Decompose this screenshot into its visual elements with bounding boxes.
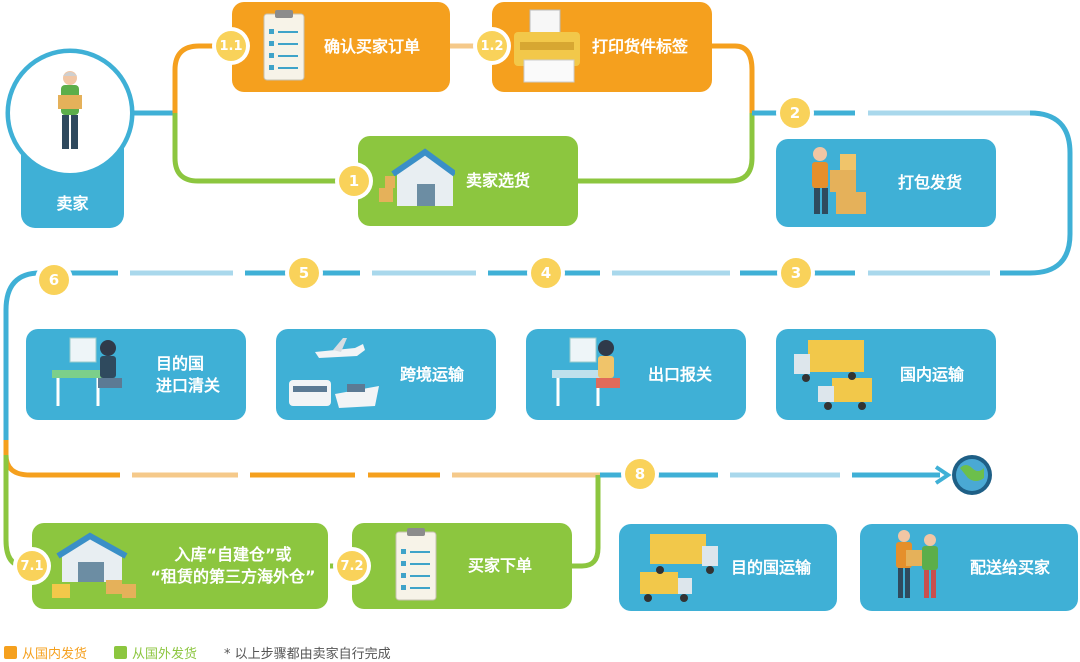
step-domestic-transport: 国内运输 [776,329,996,420]
step-confirm-order-label: 确认买家订单 [324,37,421,56]
badge-1: 1 [339,166,369,196]
printer-icon [514,9,580,83]
step-import-customs-line2: 进口清关 [156,375,221,395]
legend-domestic: 从国内发货 [4,643,87,662]
step-pack-ship-label: 打包发货 [898,173,963,192]
destination-trucks-icon [640,534,718,602]
badge-1-1: 1.1 [216,31,246,61]
step-select-goods-label: 卖家选货 [466,171,531,190]
badge-5: 5 [289,258,319,288]
badge-4: 4 [531,258,561,288]
order-clipboard-icon [395,528,437,601]
legend-note-text: * 以上步骤都由卖家自行完成 [224,647,391,662]
legend-note: * 以上步骤都由卖家自行完成 [224,643,391,662]
import-desk-icon [52,337,122,406]
step-domestic-transport-label: 国内运输 [900,364,965,384]
step-buyer-order: 买家下单 [352,523,572,609]
seller-person-icon [58,71,82,149]
step-deliver-buyer: 配送给买家 [860,524,1078,611]
trucks-icon [794,340,872,410]
badge-2: 2 [780,98,810,128]
warehouse-forklift-icon [52,532,136,598]
step-overseas-warehouse: 入库“自建仓”或 “租赁的第三方海外仓” [32,523,328,609]
delivery-people-icon [896,530,938,598]
warehouse-icon [379,148,455,206]
badge-3: 3 [781,258,811,288]
step-cross-border: 跨境运输 [276,329,496,420]
seller-label: 卖家 [56,194,89,213]
legend-overseas-swatch [114,646,127,659]
legend-overseas-label: 从国外发货 [132,647,198,662]
legend-domestic-label: 从国内发货 [22,647,88,662]
step-buyer-order-label: 买家下单 [468,556,533,575]
customs-desk-icon [552,337,620,406]
step-deliver-buyer-label: 配送给买家 [970,557,1051,577]
badge-1-2: 1.2 [477,31,507,61]
step-cross-border-label: 跨境运输 [400,364,465,384]
step-overseas-warehouse-line2: “租赁的第三方海外仓” [150,567,316,586]
step-import-customs-line1: 目的国 [156,353,205,373]
plane-ship-icon [289,338,379,408]
clipboard-icon [263,10,305,81]
legend-overseas: 从国外发货 [114,643,197,662]
globe-icon [952,455,992,495]
badge-7-2: 7.2 [337,551,367,581]
step-export-customs-label: 出口报关 [648,364,713,384]
packing-worker-icon [812,147,866,214]
step-destination-transport-label: 目的国运输 [731,557,812,577]
badge-8: 8 [625,459,655,489]
badge-6: 6 [39,265,69,295]
badge-7-1: 7.1 [17,551,47,581]
step-print-label-label: 打印货件标签 [592,37,689,56]
step-overseas-warehouse-line1: 入库“自建仓”或 [174,545,292,564]
legend-domestic-swatch [4,646,17,659]
